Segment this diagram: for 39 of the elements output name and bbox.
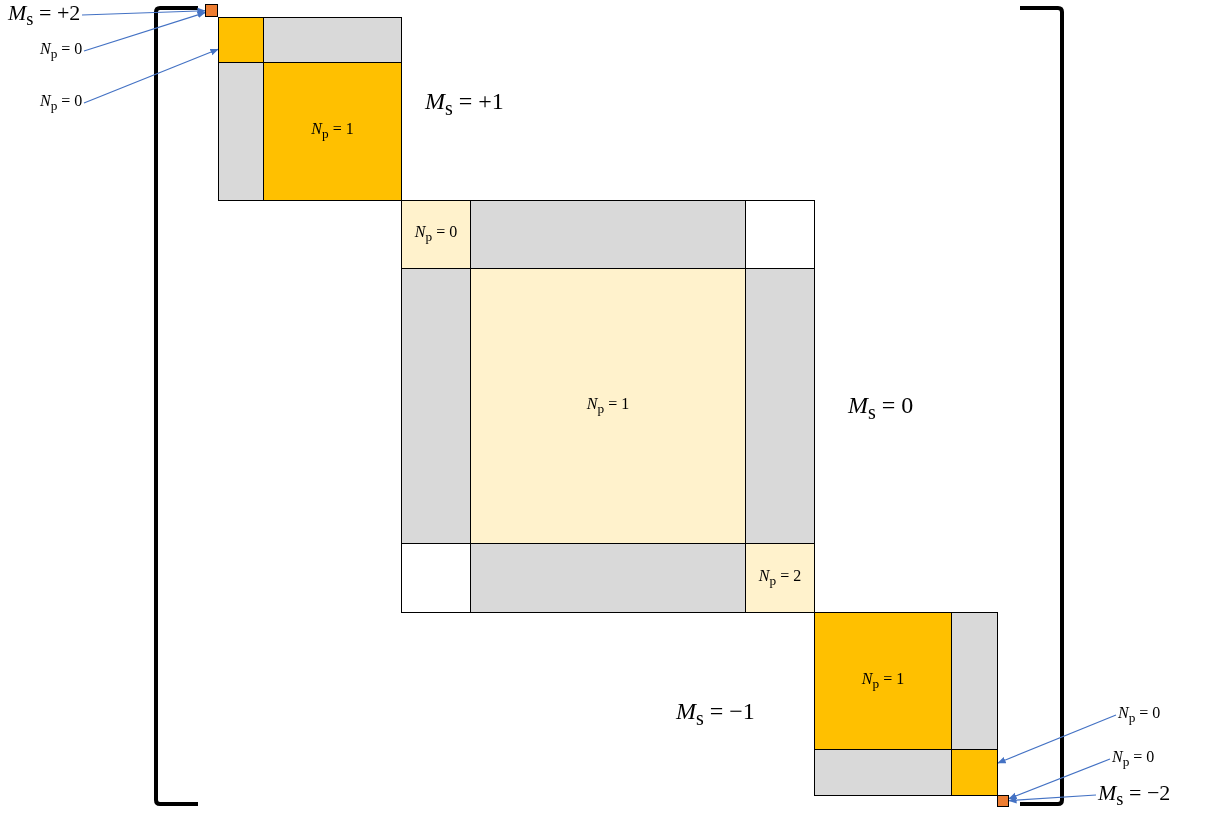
leader-arrow — [1008, 794, 1097, 804]
matrix-block — [745, 200, 815, 269]
callout-label: N$_{p}$ = 0 — [40, 40, 83, 63]
matrix-block — [263, 62, 402, 201]
matrix-block — [401, 543, 471, 613]
spin-label: M$_{s}$ = −1 — [676, 698, 755, 730]
matrix-block — [401, 200, 471, 269]
matrix-block — [263, 17, 402, 63]
leader-arrow — [997, 714, 1117, 764]
matrix-block — [401, 268, 471, 544]
matrix-block — [218, 17, 264, 63]
matrix-block — [470, 268, 746, 544]
spin-label: M$_{s}$ = −2 — [1098, 780, 1171, 811]
block-label: N$_{p}$ = 1 — [861, 669, 905, 693]
callout-label: N$_{p}$ = 0 — [1118, 704, 1161, 727]
small-matrix-block — [205, 4, 218, 17]
leader-arrow — [81, 7, 206, 16]
block-label: N$_{p}$ = 1 — [586, 394, 630, 418]
spin-label: M$_{s}$ = +1 — [425, 88, 504, 120]
spin-label: M$_{s}$ = 0 — [848, 392, 914, 424]
matrix-block — [745, 268, 815, 544]
leader-arrow — [83, 48, 219, 104]
matrix-block — [470, 543, 746, 613]
leader-arrow — [1008, 758, 1111, 800]
matrix-block — [951, 749, 998, 796]
block-label: N$_{p}$ = 0 — [414, 223, 458, 246]
spin-label: M$_{s}$ = +2 — [8, 0, 81, 31]
matrix-block — [218, 62, 264, 201]
block-label: N$_{p}$ = 2 — [758, 566, 802, 590]
block-label: N$_{p}$ = 1 — [311, 120, 354, 143]
matrix-block — [951, 612, 998, 750]
callout-label: N$_{p}$ = 0 — [1112, 748, 1155, 771]
matrix-block — [814, 612, 952, 750]
callout-label: N$_{p}$ = 0 — [40, 92, 83, 115]
matrix-block — [814, 749, 952, 796]
leader-arrow — [83, 11, 206, 52]
matrix-block — [745, 543, 815, 613]
matrix-block — [470, 200, 746, 269]
small-matrix-block — [997, 795, 1009, 807]
